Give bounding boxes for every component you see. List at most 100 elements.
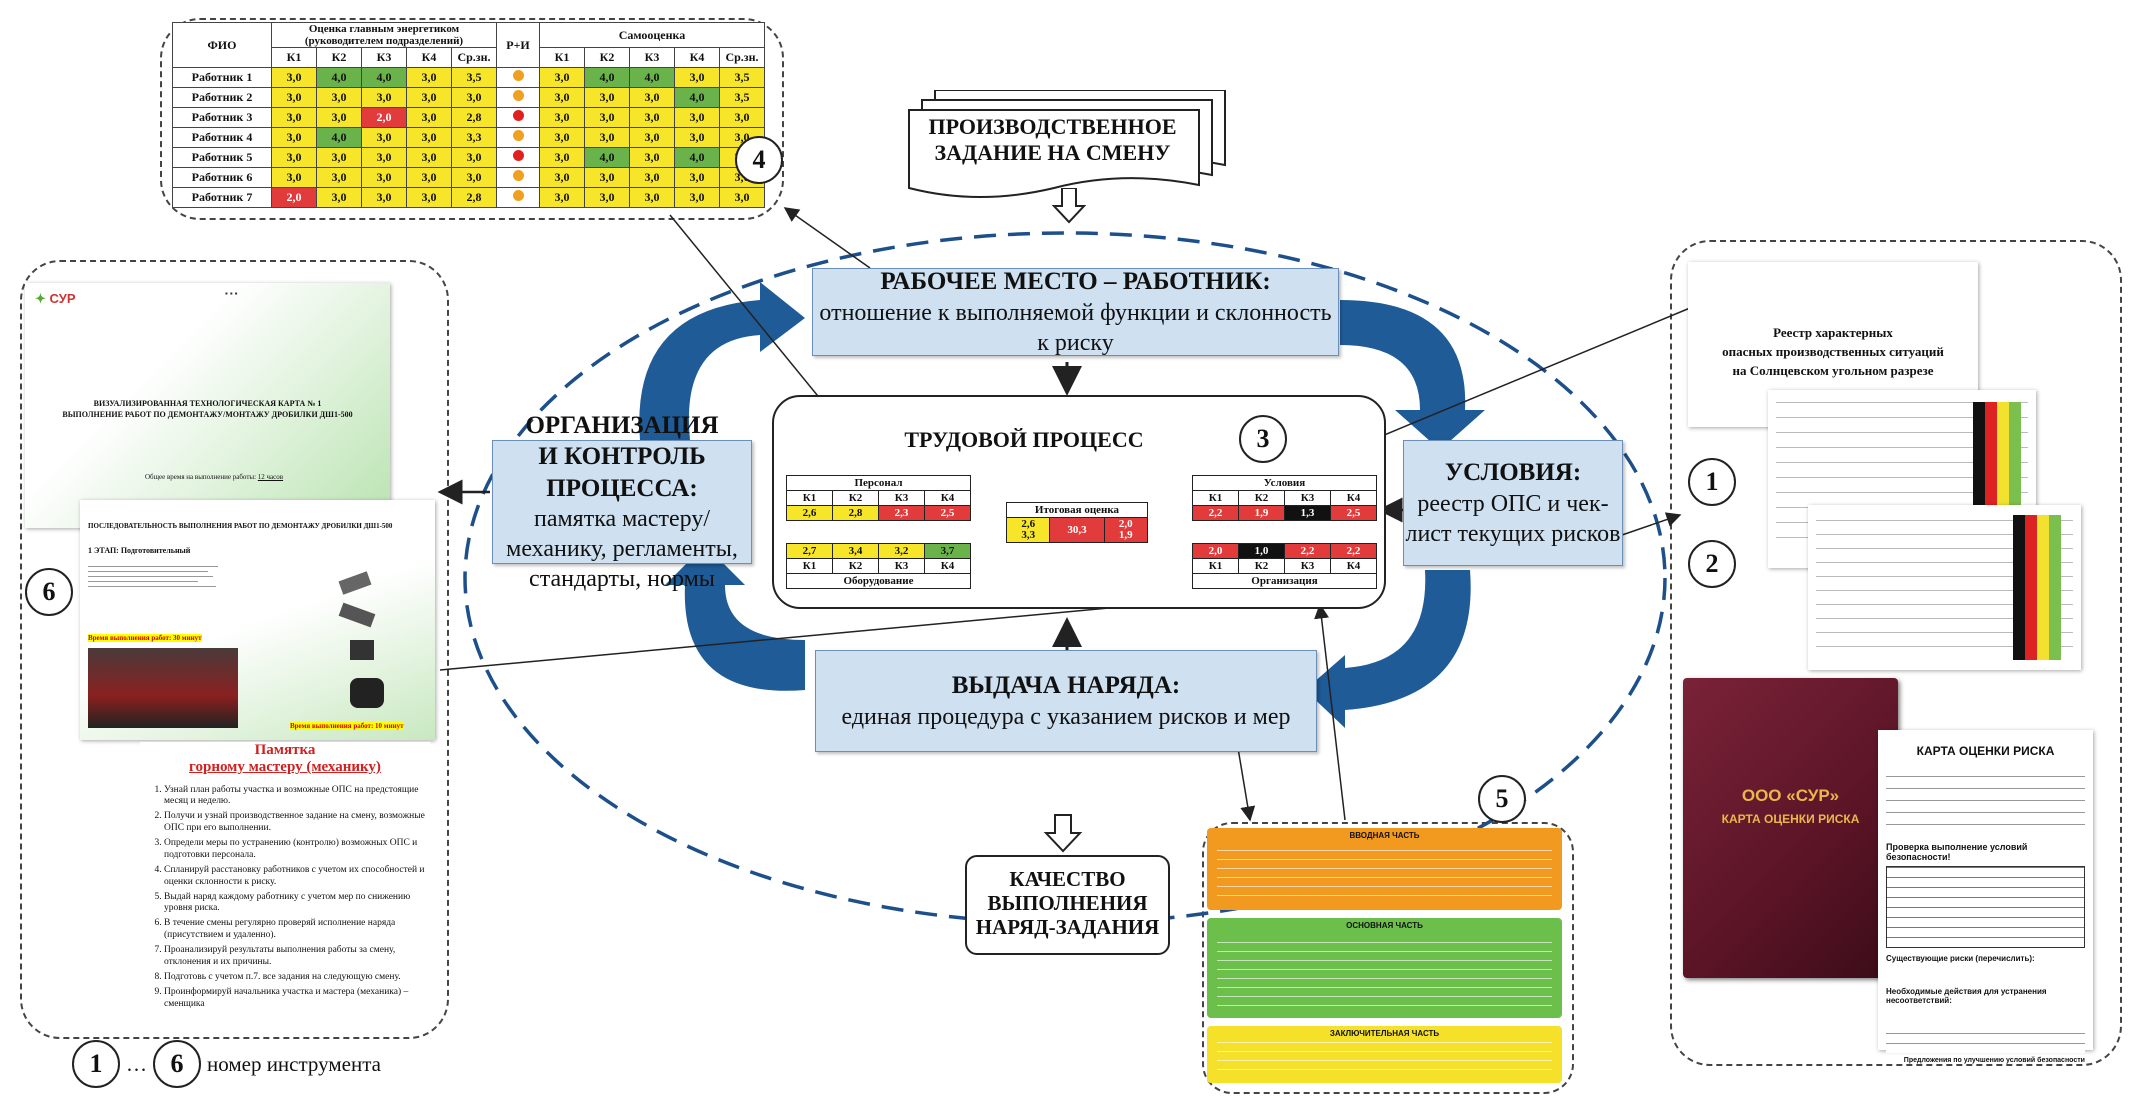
criterion: К2 [1238, 558, 1285, 574]
col-header: К2 [316, 47, 362, 69]
list-item: В течение смены регулярно проверяй испол… [164, 918, 430, 942]
manager-score: 3,0 [406, 87, 452, 109]
self-score: 3,0 [629, 87, 675, 109]
tech-card-time: Общее время на выполнение работы: 12 час… [145, 473, 284, 481]
manager-score: 4,0 [316, 67, 362, 89]
quality-box: КАЧЕСТВО ВЫПОЛНЕНИЯ НАРЯД-ЗАДАНИЯ [965, 855, 1170, 955]
list-item: Выдай наряд каждому работнику с учетом м… [164, 892, 430, 916]
self-score: 3,0 [674, 107, 720, 129]
col-header: К3 [629, 47, 675, 69]
conditions-box: УСЛОВИЯ: реестр ОПС и чек-лист текущих р… [1403, 440, 1623, 566]
criterion-score: 3,7 [924, 543, 971, 559]
tech-card-page2: ПОСЛЕДОВАТЕЛЬНОСТЬ ВЫПОЛНЕНИЯ РАБОТ ПО Д… [80, 500, 435, 740]
risk-dot-icon [512, 110, 524, 122]
tool-6-box [20, 260, 449, 1039]
self-score: 3,5 [719, 87, 765, 109]
self-score: 3,0 [539, 87, 585, 109]
criterion: К1 [786, 558, 833, 574]
risk-card-sheet: КАРТА ОЦЕНКИ РИСКА Проверка выполнение у… [1878, 730, 2093, 1064]
marker-5: 5 [1478, 775, 1526, 823]
manager-score: 3,0 [406, 187, 452, 209]
marker-6: 6 [25, 568, 73, 616]
criterion: К3 [878, 558, 925, 574]
work-order-box: ВЫДАЧА НАРЯДА: единая процедура с указан… [815, 650, 1317, 752]
manager-score: 4,0 [316, 127, 362, 149]
list-item: Проанализируй результаты выполнения рабо… [164, 945, 430, 969]
self-score: 3,0 [539, 187, 585, 209]
manager-score: 2,0 [361, 107, 407, 129]
criterion: К3 [1284, 490, 1331, 506]
sur-logo: ✦ СУР [35, 291, 76, 306]
manager-score: 3,0 [271, 127, 317, 149]
table-row: Работник 63,03,03,03,03,03,03,03,03,03,0 [172, 167, 765, 189]
col-header: К1 [271, 47, 317, 69]
risk-dot-icon [512, 90, 524, 102]
criterion-score: 2,2 [1192, 505, 1239, 521]
manager-score: 3,3 [451, 127, 497, 149]
col-fio: ФИО [172, 21, 272, 69]
self-score: 3,0 [629, 127, 675, 149]
tech-card-title: ВИЗУАЛИЗИРОВАННАЯ ТЕХНОЛОГИЧЕСКАЯ КАРТА … [62, 399, 353, 420]
manager-score: 3,0 [271, 167, 317, 189]
self-score: 4,0 [584, 147, 630, 169]
risk-dot-icon [512, 150, 524, 162]
self-score: 3,0 [629, 147, 675, 169]
self-score: 3,0 [674, 187, 720, 209]
marker-3: 3 [1239, 415, 1287, 463]
criterion: К1 [786, 490, 833, 506]
criterion-score: 1,9 [1238, 505, 1285, 521]
criterion: К4 [924, 558, 971, 574]
reminder-doc: Памятка горному мастеру (механику) Узнай… [140, 742, 430, 1027]
self-score: 3,0 [719, 187, 765, 209]
list-item: Определи меры по устранению (контролю) в… [164, 838, 430, 862]
list-item: Получи и узнай производственное задание … [164, 811, 430, 835]
reminder-list: Узнай план работы участка и возможные ОП… [140, 785, 430, 1011]
group-label: Условия [1192, 475, 1377, 491]
risk-indicator [496, 87, 540, 109]
self-score: 3,0 [539, 147, 585, 169]
criterion: К4 [1330, 490, 1377, 506]
crusher-photo [88, 648, 238, 728]
group-label: Организация [1192, 573, 1377, 589]
self-score: 3,0 [719, 107, 765, 129]
manager-score: 2,8 [451, 187, 497, 209]
worker-name: Работник 7 [172, 187, 272, 209]
criterion-score: 2,8 [832, 505, 879, 521]
criterion-score: 2,2 [1284, 543, 1331, 559]
list-item: Узнай план работы участка и возможные ОП… [164, 785, 430, 809]
col-manager: Оценка главным энергетиком (руководителе… [271, 21, 497, 49]
col-pi: Р+И [496, 21, 540, 69]
self-score: 4,0 [674, 87, 720, 109]
risk-card-cover: ООО «СУР» КАРТА ОЦЕНКИ РИСКА [1683, 678, 1898, 978]
criterion-score: 1,0 [1238, 543, 1285, 559]
criterion-score: 2,5 [1330, 505, 1377, 521]
list-item: Спланируй расстановку работников с учето… [164, 865, 430, 889]
legend-marker-6: 6 [153, 1040, 201, 1088]
worker-name: Работник 4 [172, 127, 272, 149]
risk-indicator [496, 147, 540, 169]
labor-process-title: ТРУДОВОЙ ПРОЦЕСС [904, 427, 1144, 452]
criterion: К3 [1284, 558, 1331, 574]
criterion-score: 3,2 [878, 543, 925, 559]
manager-score: 3,0 [361, 147, 407, 169]
criterion: К2 [1238, 490, 1285, 506]
criterion: К2 [832, 558, 879, 574]
tool-5-box [1202, 822, 1574, 1094]
criterion-score: 2,6 [786, 505, 833, 521]
tools-images [280, 570, 420, 710]
marker-2: 2 [1688, 540, 1736, 588]
list-item: Проинформируй начальника участка и масте… [164, 987, 430, 1011]
manager-score: 3,0 [406, 167, 452, 189]
self-score: 4,0 [674, 147, 720, 169]
shift-task-label: ПРОИЗВОДСТВЕННОЕ ЗАДАНИЕ НА СМЕНУ [928, 114, 1177, 166]
